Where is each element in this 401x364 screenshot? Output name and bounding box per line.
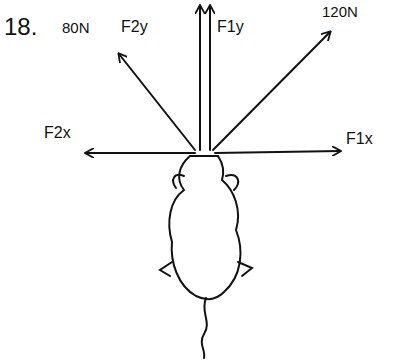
mouse-tail bbox=[202, 298, 207, 358]
force-arrow bbox=[86, 152, 195, 154]
force-label: F2y bbox=[121, 18, 148, 36]
force-label: 80N bbox=[62, 20, 90, 37]
force-label: 18. bbox=[4, 14, 37, 40]
force-arrow bbox=[209, 6, 211, 150]
mouse-ear bbox=[226, 175, 238, 190]
force-label: F1x bbox=[346, 130, 373, 148]
mouse-foot bbox=[160, 262, 172, 276]
force-label: 120N bbox=[322, 4, 358, 21]
force-label: F2x bbox=[44, 124, 71, 142]
force-arrow bbox=[213, 32, 330, 150]
mouse-foot bbox=[238, 262, 252, 276]
mouse-ear bbox=[173, 175, 184, 188]
force-arrow bbox=[215, 151, 340, 153]
force-label: F1y bbox=[217, 18, 244, 36]
force-arrow bbox=[119, 54, 195, 150]
force-arrow bbox=[199, 6, 201, 150]
mouse-body bbox=[169, 156, 240, 299]
